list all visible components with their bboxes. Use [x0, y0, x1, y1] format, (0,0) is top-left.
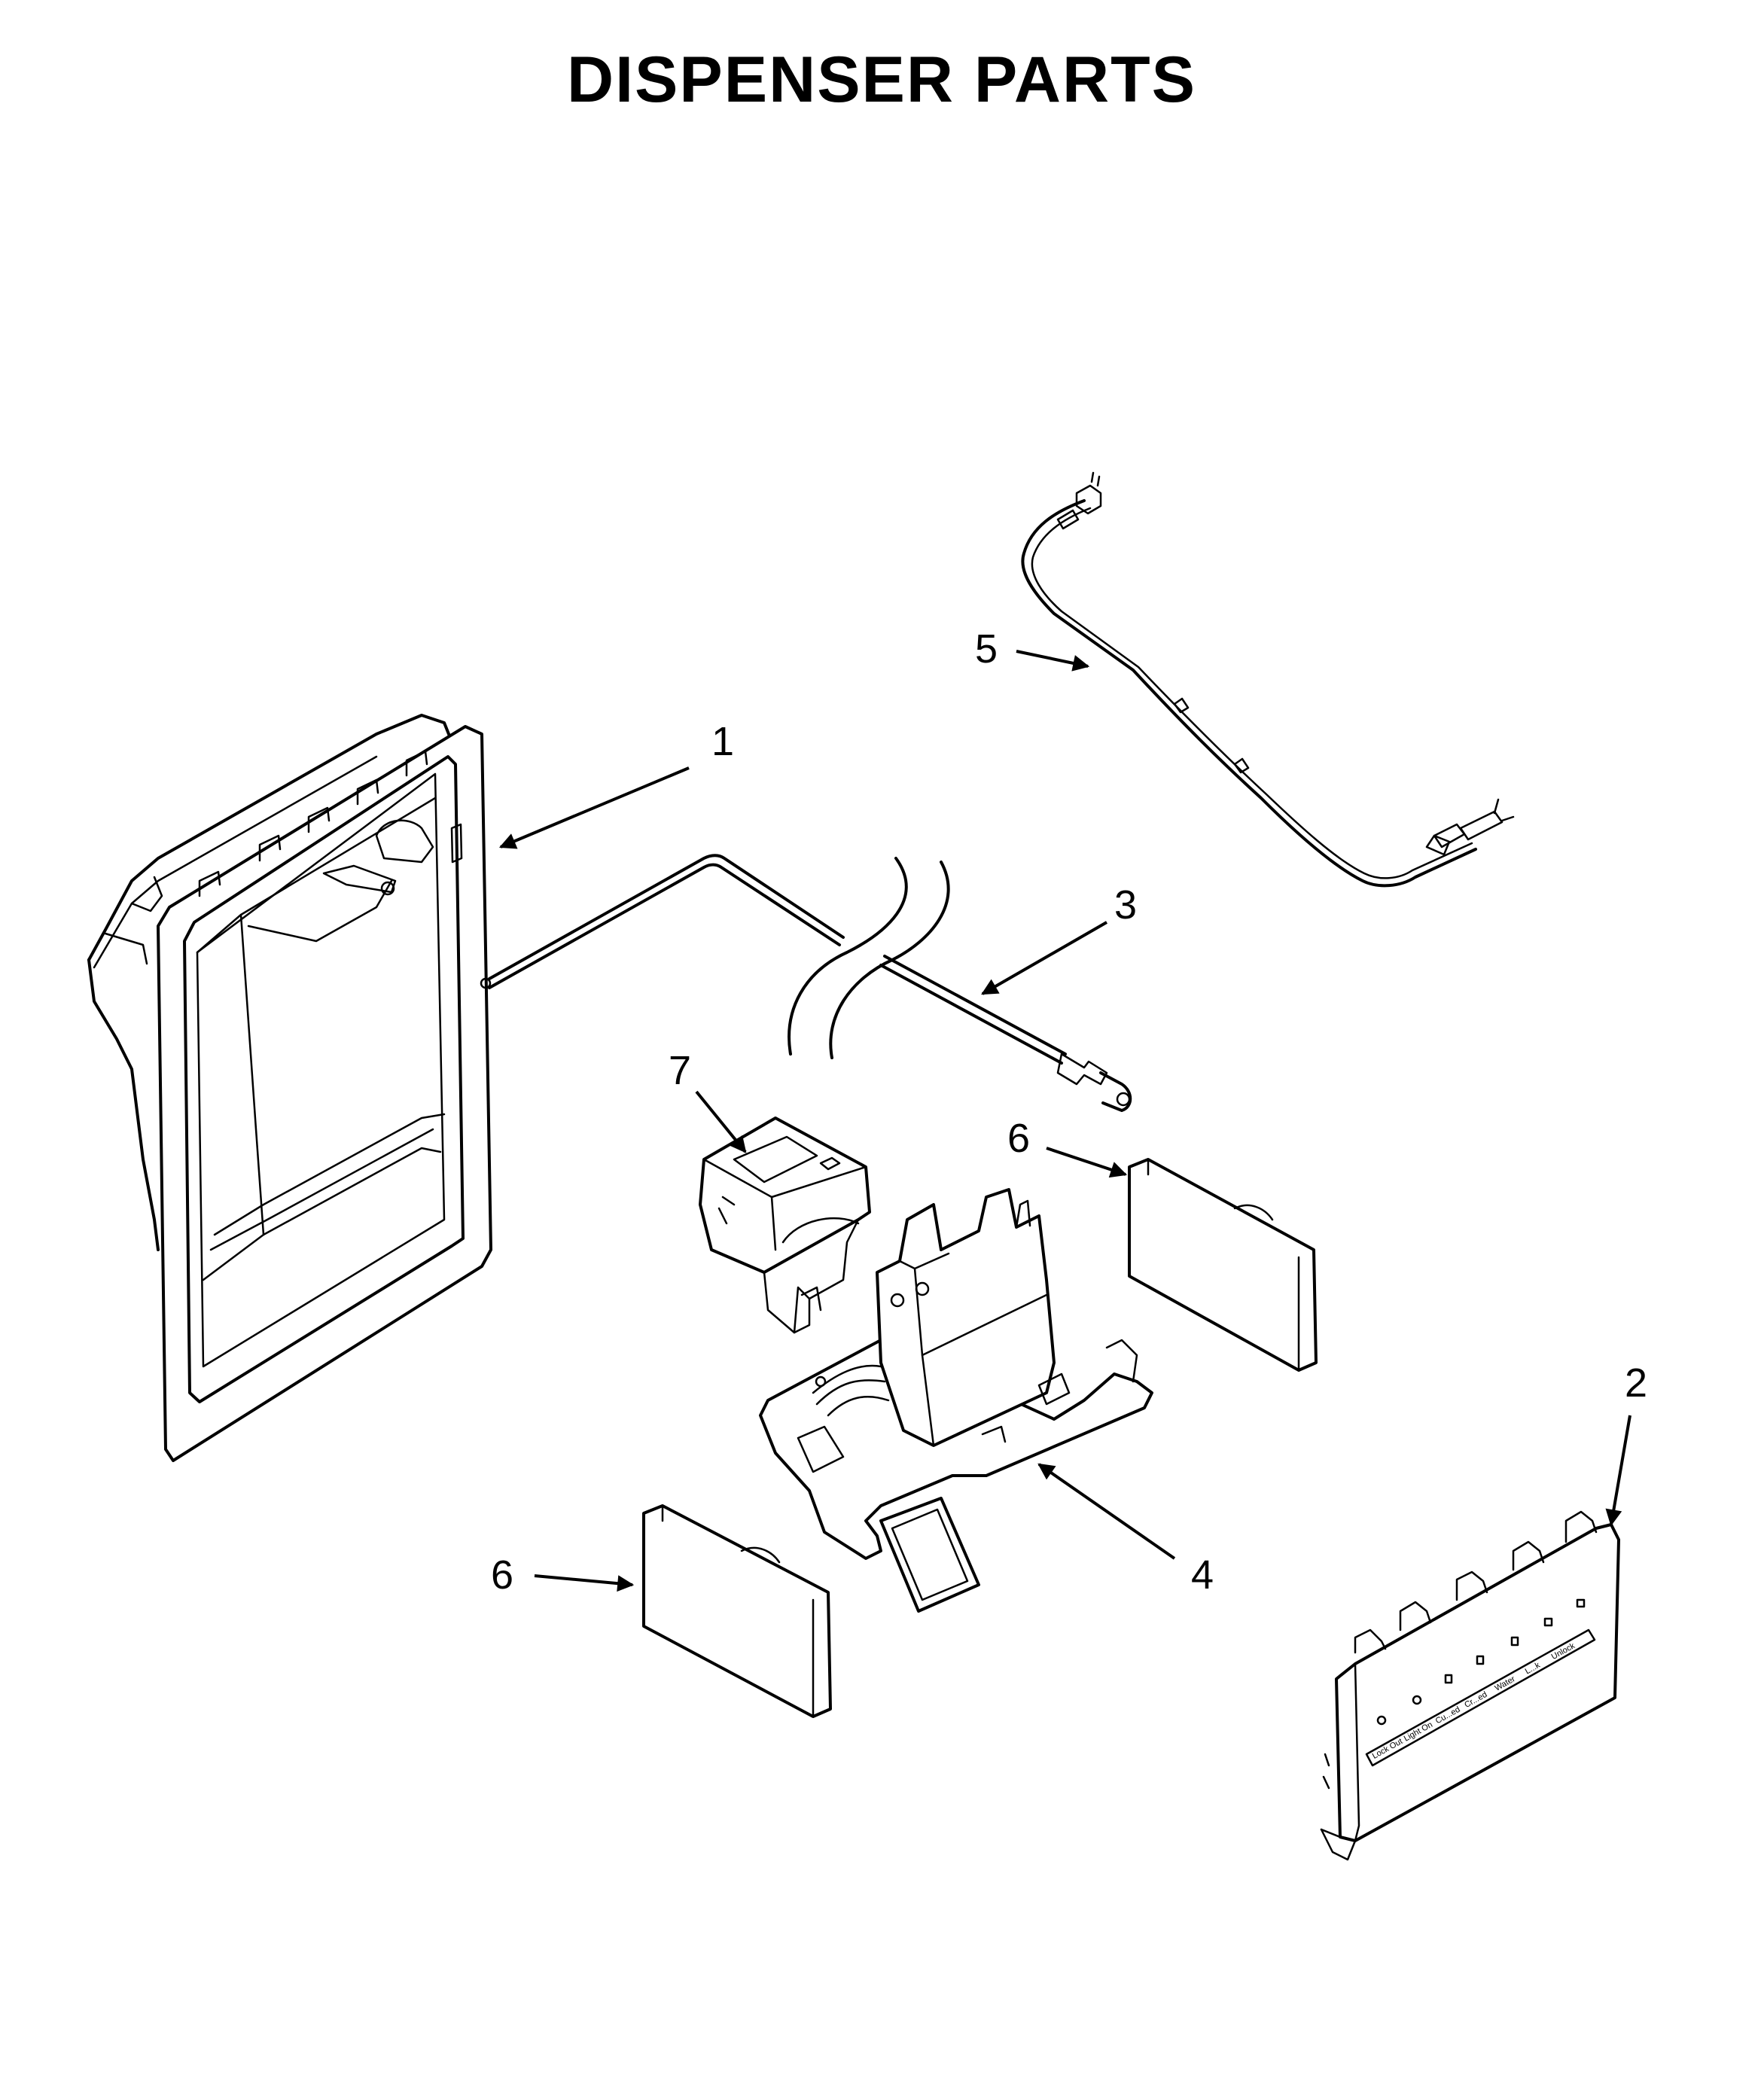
part-water-tube	[480, 854, 1132, 1112]
arrow-6-right	[1046, 1147, 1128, 1178]
unlock-icon	[1576, 1598, 1586, 1608]
lock-icon	[1543, 1617, 1553, 1627]
callout-7: 7	[669, 1048, 691, 1093]
leader-arrows	[498, 650, 1631, 1592]
arrow-4	[1037, 1463, 1176, 1560]
callout-4: 4	[1191, 1552, 1214, 1598]
arrow-2	[1605, 1415, 1631, 1527]
arrow-6-left	[534, 1574, 635, 1592]
arrow-1	[498, 766, 690, 849]
part-control-panel: Lock Out Light On Cu...ed Cr...ed Water …	[1320, 1510, 1620, 1861]
light-icon	[1376, 1715, 1387, 1726]
part-wire-harness	[1021, 471, 1515, 888]
water-icon	[1510, 1636, 1519, 1647]
callout-5: 5	[975, 626, 998, 672]
arrow-5	[1016, 650, 1090, 672]
part-trim-right	[1128, 1158, 1318, 1372]
callout-2: 2	[1625, 1360, 1647, 1406]
diagram-title: DISPENSER PARTS	[567, 44, 1196, 116]
arrow-7	[695, 1090, 747, 1153]
part-switch-cover	[699, 1117, 871, 1334]
crushed-icon	[1476, 1655, 1485, 1665]
callout-3: 3	[1114, 882, 1137, 928]
arrow-3	[981, 921, 1107, 995]
callout-1: 1	[711, 719, 734, 764]
bulb-icon	[1412, 1695, 1422, 1705]
part-trim-left	[642, 1504, 832, 1718]
part-dispenser-assembly	[759, 1188, 1153, 1613]
callout-6-right: 6	[1007, 1116, 1030, 1161]
callout-numbers: 1 2 3 4 5 6 6 7	[491, 626, 1647, 1598]
callout-6-left: 6	[491, 1552, 513, 1598]
part-housing	[87, 714, 492, 1462]
cup-icon	[1444, 1674, 1453, 1684]
